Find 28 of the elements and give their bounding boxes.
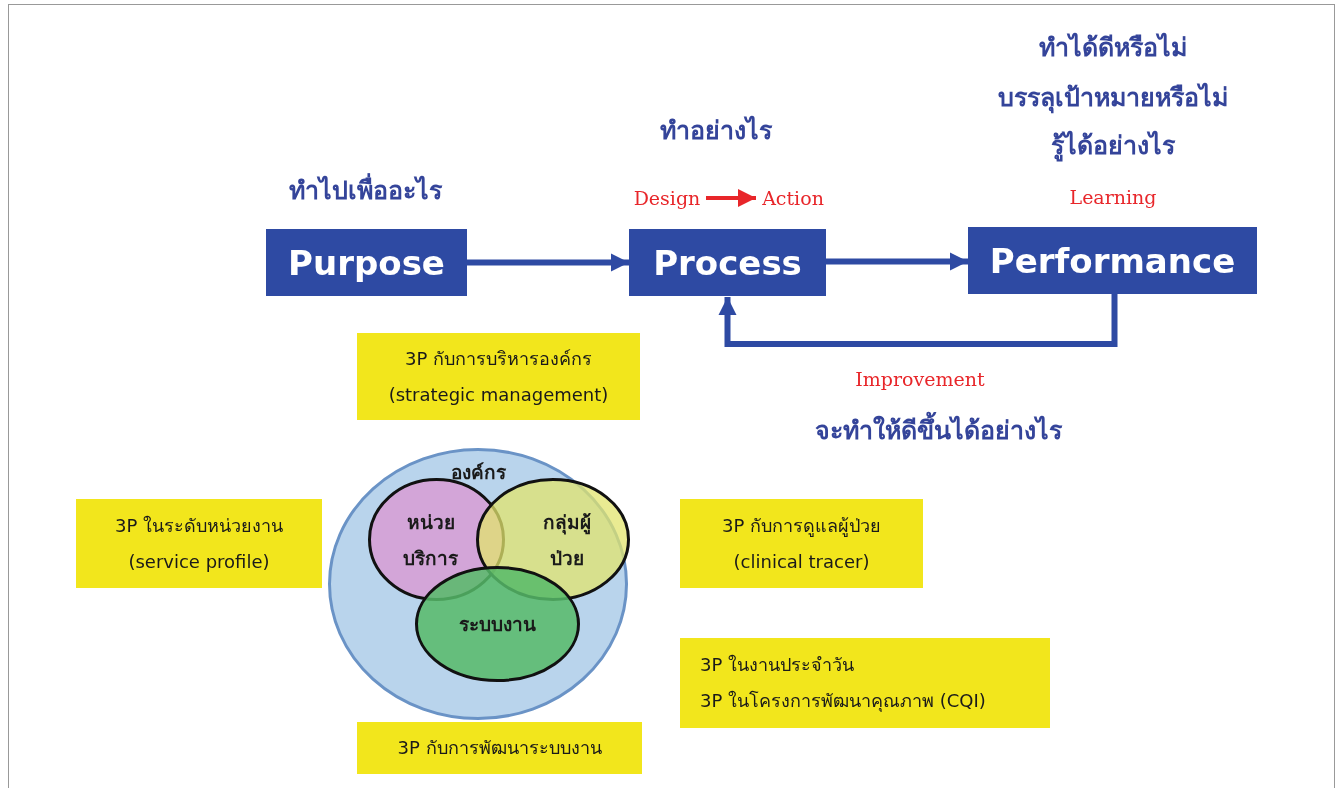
venn-ellipse: [328, 448, 628, 720]
arrow: [467, 253, 629, 272]
venn-ellipse: [415, 566, 580, 682]
note-box: 3P ในระดับหน่วยงาน (service profile): [76, 499, 322, 588]
note-box: 3P กับการพัฒนาระบบงาน: [357, 722, 642, 774]
question-text: รู้ได้อย่างไร: [1051, 129, 1175, 164]
feedback-label: Learning: [1069, 186, 1157, 208]
note-box: 3P กับการบริหารองค์กร (strategic management): [357, 333, 640, 420]
question-text: จะทำให้ดีขึ้นได้อย่างไร: [814, 410, 1062, 450]
question-text: ทำไปเพื่ออะไร: [288, 170, 442, 210]
ellipse-label: ระบบงาน: [459, 612, 536, 637]
question-text: ทำได้ดีหรือไม่: [1039, 31, 1187, 64]
arrow: [718, 294, 1118, 347]
ellipse-label: หน่วยบริการ: [402, 509, 459, 571]
arrow: [826, 252, 968, 271]
ellipse-label: องค์กร: [450, 460, 506, 485]
process-box: Process: [629, 229, 826, 296]
arrow: [706, 189, 756, 207]
step-label: Action: [756, 184, 830, 212]
ellipse-label: กลุ่มผู้ป่วย: [542, 509, 592, 571]
question-text: บรรลุเป้าหมายหรือไม่: [998, 81, 1228, 116]
process-box: Performance: [968, 227, 1257, 294]
process-box: Purpose: [266, 229, 467, 296]
step-label: Design: [628, 184, 706, 212]
question-text: ทำอย่างไร: [660, 114, 772, 147]
feedback-label: Improvement: [855, 368, 985, 390]
note-box: 3P ในงานประจำวัน 3P ในโครงการพัฒนาคุณภาพ (CQI): [680, 638, 1050, 728]
note-box: 3P กับการดูแลผู้ป่วย (clinical tracer): [680, 499, 923, 588]
